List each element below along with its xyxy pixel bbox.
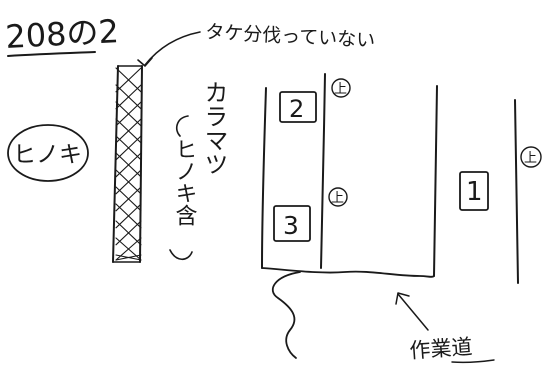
compartment-1-box: [459, 171, 489, 211]
boundary-line-d: [514, 99, 519, 284]
title-underline: [7, 51, 96, 57]
paren-close: [169, 249, 193, 261]
hatch-line: [115, 84, 142, 110]
compartment-2-mark-circle: [331, 78, 351, 98]
hatch-line: [115, 101, 142, 127]
compartment-1-mark: 上: [524, 151, 537, 166]
hatch-line: [115, 67, 142, 93]
hatch-line: [115, 254, 142, 261]
plot-id-title: 208の2: [4, 12, 119, 56]
paren-open: [175, 115, 189, 137]
hatch-line: [115, 118, 142, 144]
compartment-3-box: [273, 205, 311, 242]
compartment-3-number: 3: [283, 211, 299, 240]
work-road-curve: [271, 271, 301, 359]
uncut-note: タケ分伐っていない: [205, 21, 376, 52]
hatch-line: [115, 135, 142, 161]
karamatsu-label: カラマツ: [200, 80, 228, 176]
compartment-3-mark: 上: [331, 191, 344, 206]
hatch-line: [115, 186, 142, 212]
compartment-1: 1 上: [459, 146, 542, 211]
boundary-line-c: [433, 85, 438, 277]
karamatsu-note-group: ヒノキ含: [169, 115, 198, 261]
hatch-line: [115, 152, 142, 178]
work-road-underline: [451, 359, 495, 364]
compartment-2-mark: 上: [334, 82, 347, 97]
compartment-2-number: 2: [289, 95, 304, 123]
note-arrow: [144, 31, 201, 66]
boundary-line-a: [261, 87, 267, 269]
work-road-edge: [261, 267, 435, 278]
work-road-arrowhead: [395, 292, 410, 305]
hatch-line: [115, 220, 142, 246]
hatch-line: [115, 203, 142, 229]
karamatsu-label-group: カラマツ: [200, 80, 228, 176]
compartment-2-box: [279, 91, 317, 123]
note-arrowhead: [137, 57, 153, 67]
compartment-1-mark-circle: [520, 146, 542, 168]
boundary-line-b: [320, 73, 326, 269]
compartment-1-number: 1: [466, 177, 483, 207]
karamatsu-note: ヒノキ含: [172, 138, 198, 226]
compartment-3-mark-circle: [328, 187, 348, 207]
hinoki-circle: [7, 124, 89, 182]
work-road-label: 作業道: [409, 335, 474, 363]
compartment-3: 3 上: [273, 187, 348, 242]
hinoki-label: ヒノキ: [13, 142, 82, 168]
compartment-2: 2 上: [279, 78, 351, 123]
work-road-arrow: [397, 293, 429, 331]
hatch-line: [115, 169, 142, 195]
uncut-hatched-strip: [112, 65, 143, 263]
